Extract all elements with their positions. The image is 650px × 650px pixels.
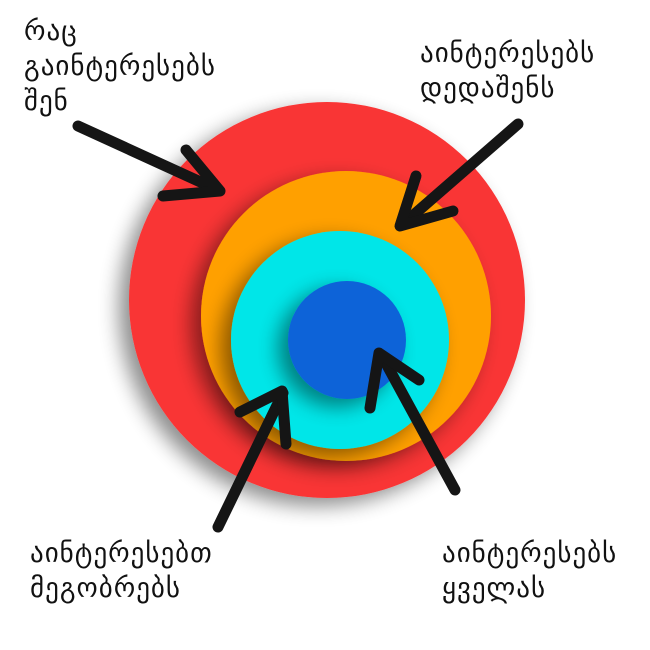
arrow-bottom-left	[212, 385, 292, 533]
label-interests-your-mother: აინტერესებს დედაშენს	[420, 38, 596, 104]
label-what-interests-you: რაც გაინტერესებს შენ	[24, 16, 216, 117]
center-circle	[288, 281, 406, 399]
arrow-top-left	[72, 120, 226, 202]
label-interests-everyone: აინტერესებს ყველას	[442, 538, 618, 604]
arrow-bottom-right	[364, 347, 461, 496]
label-interests-friends: აინტერესებთ მეგობრებს	[30, 538, 213, 604]
arrow-top-right	[394, 118, 524, 232]
